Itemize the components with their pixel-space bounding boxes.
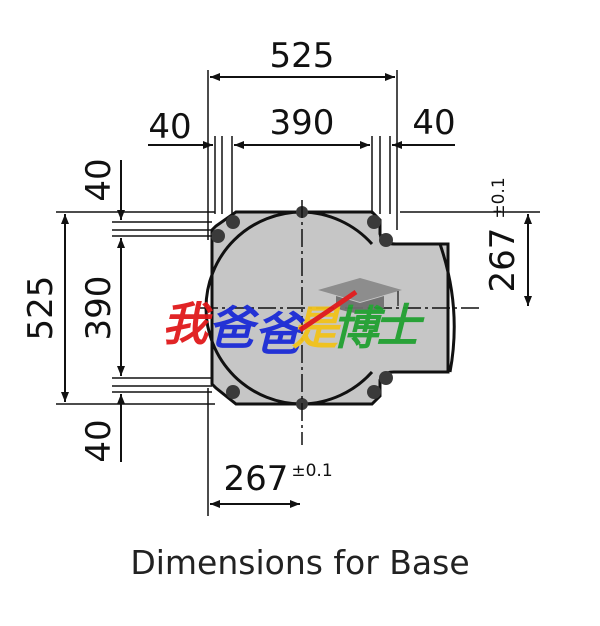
- bolt-hole-bottom-left: [226, 385, 240, 399]
- watermark-char-3: 爸: [254, 307, 306, 361]
- dim-center-right: 267: [483, 228, 523, 293]
- bolt-hole-top-left: [226, 215, 240, 229]
- extension-lines: [56, 70, 540, 516]
- dim-height-bottom-offset: 40: [79, 419, 119, 462]
- dim-width-left-offset: 40: [148, 107, 191, 147]
- dim-height-top-offset: 40: [79, 158, 119, 201]
- bolt-hole-ext-top: [379, 233, 393, 247]
- dim-width-holes: 390: [270, 103, 335, 143]
- dim-center-bottom-tolerance: ±0.1: [291, 461, 332, 481]
- dimension-lines: [61, 73, 532, 508]
- dim-height-overall: 525: [21, 276, 61, 341]
- bolt-hole-mid-left: [211, 229, 225, 243]
- dim-center-right-tolerance: ±0.1: [489, 177, 509, 218]
- bolt-hole-ext-bottom: [379, 371, 393, 385]
- watermark: 我 爸 爸 是 博 士: [162, 278, 425, 361]
- watermark-char-6: 士: [374, 299, 425, 353]
- dim-width-right-offset: 40: [412, 103, 455, 143]
- dim-center-bottom: 267: [224, 459, 289, 499]
- base-round-boss-right: [301, 210, 374, 246]
- mounting-holes: [211, 206, 393, 410]
- base-round-boss-right-lower: [301, 370, 374, 406]
- watermark-char-1: 我: [162, 297, 213, 351]
- dim-height-holes: 390: [79, 276, 119, 341]
- diagram-caption: Dimensions for Base: [130, 543, 470, 582]
- watermark-char-2: 爸: [208, 301, 260, 355]
- bolt-hole-bottom-right: [367, 385, 381, 399]
- watermark-char-5: 博: [332, 301, 386, 355]
- bolt-hole-top-right: [367, 215, 381, 229]
- dim-width-overall: 525: [270, 36, 335, 76]
- base-extension-edge: [438, 243, 456, 373]
- watermark-swoosh: [298, 289, 358, 333]
